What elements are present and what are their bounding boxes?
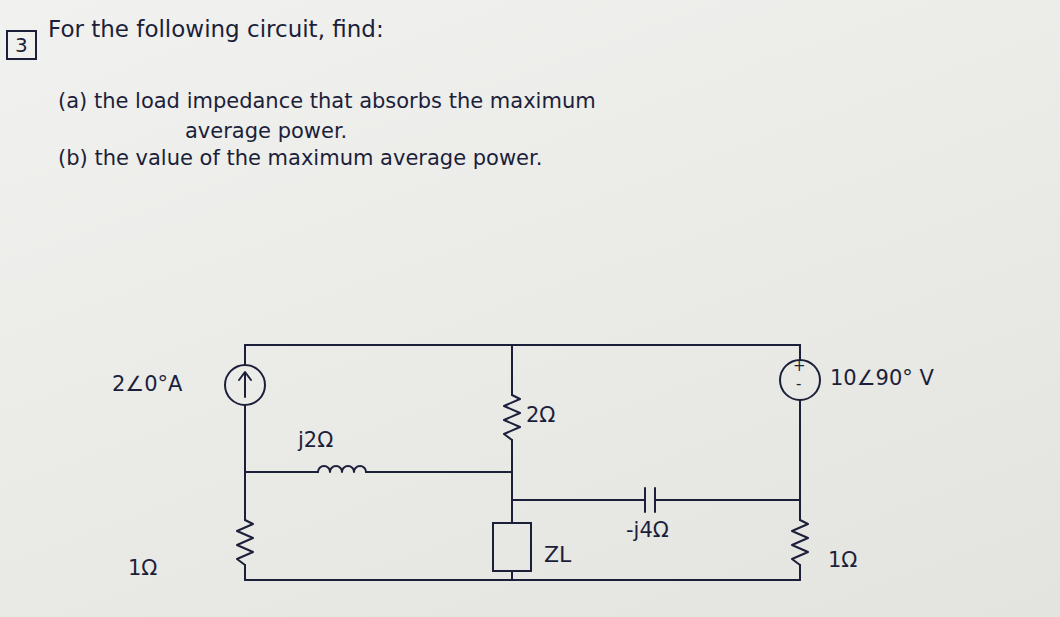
question-text: (a) the load impedance that absorbs the … — [58, 86, 598, 147]
problem-title: For the following circuit, find: — [48, 16, 384, 44]
component-label: 1Ω — [128, 556, 157, 581]
wire — [799, 565, 801, 580]
wire — [245, 344, 800, 346]
current-source-symbol — [225, 365, 265, 405]
wire — [244, 565, 246, 580]
wire — [245, 579, 800, 581]
wire — [244, 345, 246, 365]
polarity-mark: + — [793, 359, 806, 374]
wire — [512, 499, 645, 501]
callout-number: 3 — [15, 33, 28, 57]
capacitor-symbol — [645, 488, 655, 512]
wire — [366, 471, 512, 473]
wire — [511, 572, 513, 580]
wire — [245, 471, 318, 473]
component-label: 10∠90° V — [830, 366, 934, 391]
wire — [511, 440, 513, 522]
component-label: -j4Ω — [626, 518, 669, 543]
voltage-source-symbol — [780, 360, 820, 400]
problem-number-box: 3 — [6, 30, 37, 60]
component-label: ZL — [544, 542, 571, 568]
component-label: 2Ω — [526, 403, 555, 428]
wire — [511, 345, 513, 395]
wire — [244, 405, 246, 520]
resistor-symbol — [792, 520, 808, 565]
polarity-mark: - — [796, 377, 801, 392]
wire — [799, 400, 801, 520]
component-label: 1Ω — [828, 548, 857, 573]
component-label: 2∠0°A — [112, 372, 182, 397]
resistor-symbol — [237, 520, 253, 565]
wire — [655, 499, 800, 501]
wire — [799, 345, 801, 360]
question-text: (b) the value of the maximum average pow… — [58, 146, 542, 171]
resistor-symbol — [504, 395, 520, 440]
impedance-box — [492, 522, 532, 572]
component-label: j2Ω — [298, 428, 333, 453]
load-impedance: ZL — [492, 522, 532, 572]
current-source-arrow — [239, 372, 251, 397]
inductor-symbol — [318, 466, 366, 472]
